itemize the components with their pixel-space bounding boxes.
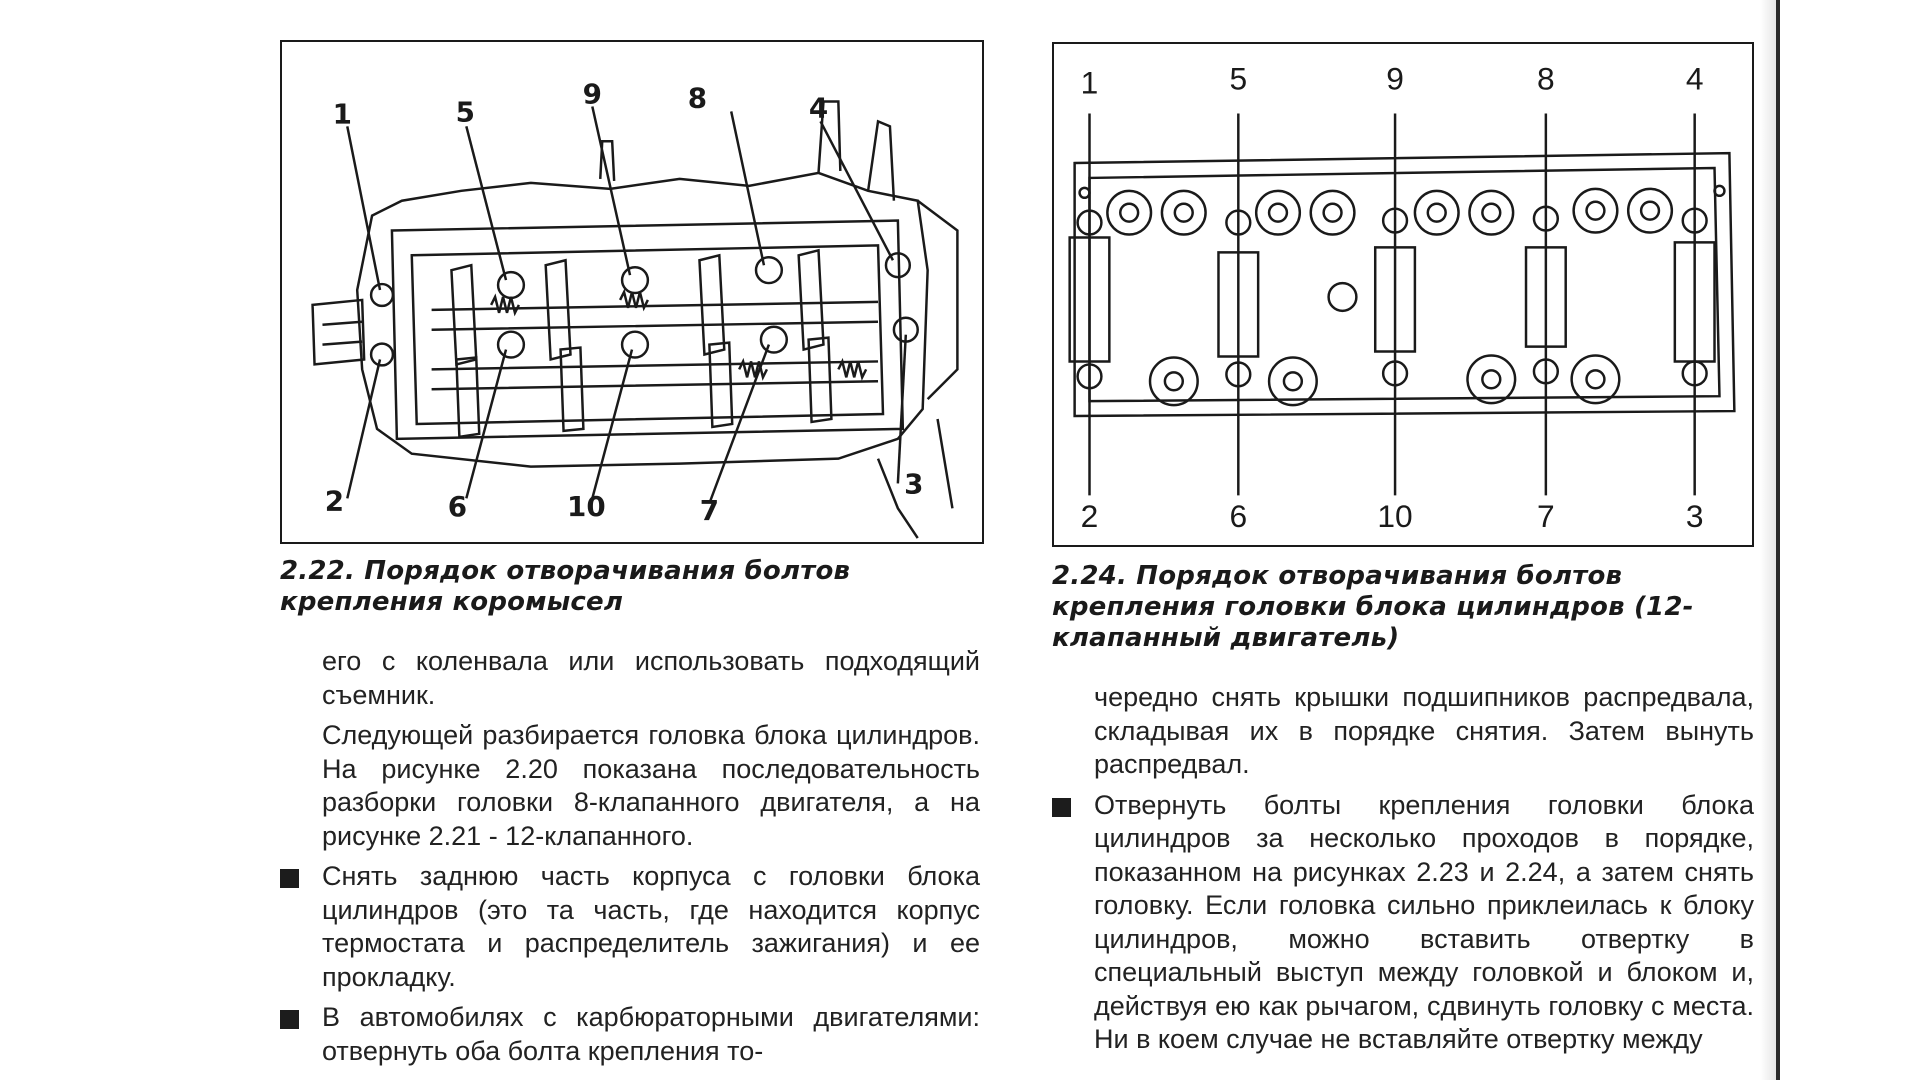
label-bolt-2: 2 (325, 484, 344, 517)
bullet-square-icon (280, 1010, 299, 1029)
figure-caption-2-22: 2.22. Порядок отворачивания болтов крепл… (280, 556, 851, 617)
paragraph: Следующей разбирается головка блока цили… (322, 720, 980, 851)
bullet-item: В автомобилях с карбюраторными двигателя… (280, 1001, 980, 1068)
label-bolt-8: 8 (1537, 61, 1555, 97)
page-edge (1776, 0, 1780, 1080)
label-bolt-3: 3 (904, 467, 923, 500)
label-bolt-5: 5 (1229, 61, 1247, 97)
rocker-arm-diagram: 1 5 9 8 4 2 6 10 7 3 (311, 78, 959, 539)
label-bolt-3: 3 (1686, 498, 1704, 534)
label-bolt-10: 10 (567, 490, 606, 523)
text-column-left: его с коленвала или использовать подходя… (280, 645, 980, 1075)
bullet-square-icon (280, 869, 299, 888)
page-edge-shade (1760, 0, 1776, 1080)
label-bolt-4: 4 (1686, 61, 1704, 97)
label-bolt-4: 4 (809, 91, 828, 124)
label-bolt-6: 6 (1229, 498, 1247, 534)
label-bolt-6: 6 (448, 490, 467, 523)
label-bolt-8: 8 (688, 81, 707, 114)
figure-rocker-arm-bolts: 1 5 9 8 4 2 6 10 7 3 (280, 40, 984, 544)
label-bolt-7: 7 (1537, 498, 1555, 534)
label-bolt-5: 5 (456, 95, 475, 128)
label-bolt-1: 1 (333, 97, 352, 130)
bullet-text: Снять заднюю часть корпуса с головки бло… (322, 861, 980, 992)
bullet-text: В автомобилях с карбюраторными двигателя… (322, 1002, 980, 1066)
figure-caption-2-24: 2.24. Порядок отворачивания болтов крепл… (1052, 561, 1694, 653)
paragraph: чередно снять крышки подшипников распред… (1094, 682, 1754, 779)
paragraph: его с коленвала или использовать подходя… (322, 646, 980, 710)
label-bolt-7: 7 (700, 494, 719, 527)
cylinder-head-diagram: 1 5 9 8 4 2 6 10 7 3 (1068, 61, 1736, 534)
bullet-text: Отвернуть болты крепления головки блока … (1094, 789, 1754, 1055)
bullet-square-icon (1052, 797, 1071, 817)
bullet-item: Отвернуть болты крепления головки блока … (1052, 789, 1754, 1057)
bullet-item: Снять заднюю часть корпуса с головки бло… (280, 860, 980, 994)
label-bolt-2: 2 (1081, 498, 1099, 534)
text-column-right: чередно снять крышки подшипников распред… (1052, 681, 1754, 1064)
label-bolt-9: 9 (1386, 61, 1404, 97)
label-bolt-10: 10 (1377, 498, 1412, 534)
label-bolt-1: 1 (1081, 65, 1099, 101)
label-bolt-9: 9 (583, 78, 602, 111)
figure-cylinder-head-bolts: 1 5 9 8 4 2 6 10 7 3 (1052, 42, 1754, 547)
